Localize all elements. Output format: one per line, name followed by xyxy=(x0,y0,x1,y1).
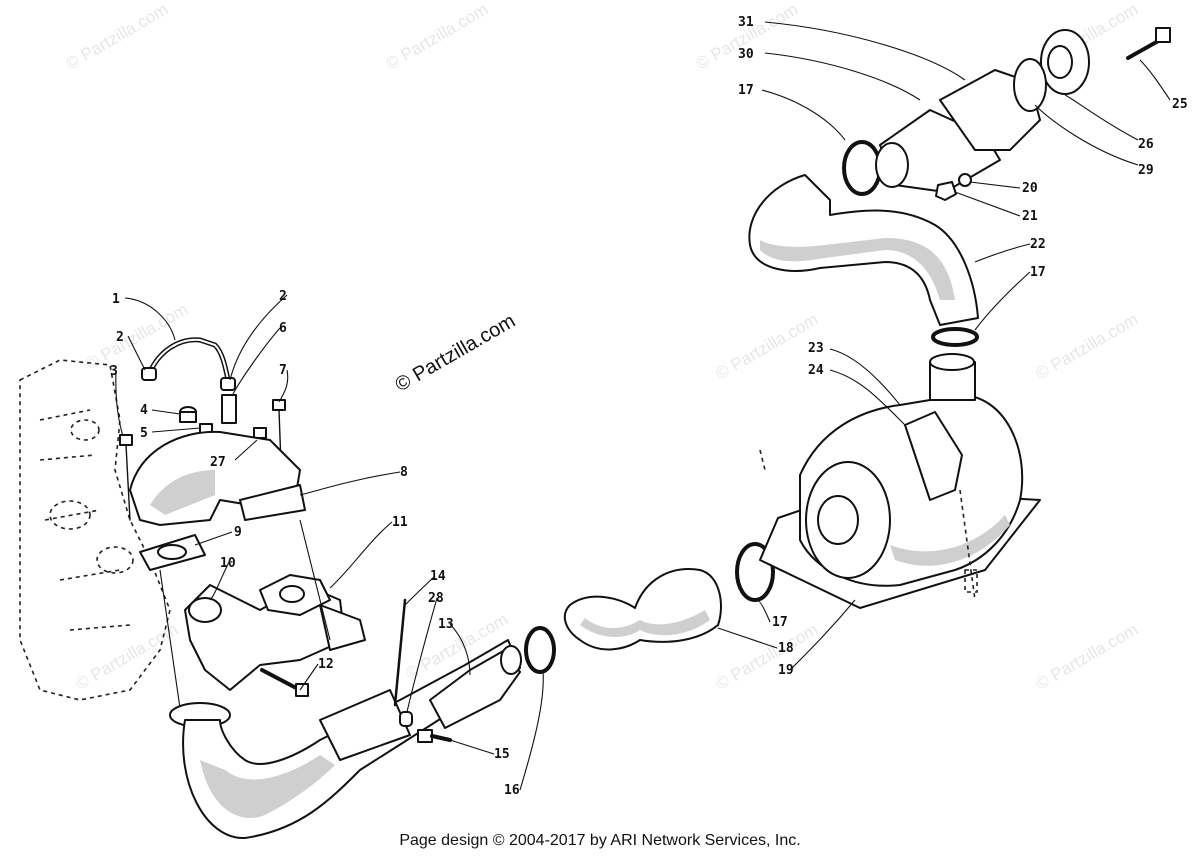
callout-label: 2 xyxy=(279,289,287,304)
manifold-shading xyxy=(150,470,215,515)
part-20-washer xyxy=(958,173,972,187)
callout-label: 4 xyxy=(140,403,148,418)
muffler-spring xyxy=(759,449,976,601)
callout-label: 2 xyxy=(116,330,124,345)
callout-label: 31 xyxy=(738,15,754,30)
muffler-outlet xyxy=(929,353,975,371)
page-footer: Page design © 2004-2017 by ARI Network S… xyxy=(399,832,801,849)
part-2-clamp xyxy=(220,377,236,391)
callout-label: 3 xyxy=(110,364,118,379)
part-25-bolt xyxy=(1126,27,1171,60)
leader-lines xyxy=(115,21,1171,791)
watermark: © Partzilla.com xyxy=(693,0,802,73)
callout-label: 15 xyxy=(494,747,510,762)
engine-outline xyxy=(19,359,171,701)
alignment-line xyxy=(159,569,181,709)
callout-label: 20 xyxy=(1022,181,1038,196)
callout-label: 17 xyxy=(738,83,754,98)
part-8-gasket xyxy=(239,484,306,521)
part-17-clamp xyxy=(931,327,979,347)
callout-label: 21 xyxy=(1022,209,1038,224)
callout-label: 24 xyxy=(808,363,824,378)
coupler-shading xyxy=(580,610,710,637)
part-16-clamp xyxy=(524,626,556,674)
muffler-inlet xyxy=(817,495,859,545)
callout-label: 1 xyxy=(112,292,120,307)
chamber-bracket xyxy=(319,689,411,761)
callout-label: 14 xyxy=(430,569,446,584)
callout-label: 29 xyxy=(1138,163,1154,178)
part-24-strap xyxy=(904,411,963,501)
part-29-gasket xyxy=(1013,58,1047,112)
tailpipe-shading xyxy=(760,238,955,300)
callout-label: 10 xyxy=(220,556,236,571)
callout-label: 30 xyxy=(738,47,754,62)
callout-label: 13 xyxy=(438,617,454,632)
part-26-flange-hole xyxy=(1047,45,1073,79)
watermark: © Partzilla.com xyxy=(713,310,822,384)
part-12-bolt xyxy=(260,668,309,697)
muffler-spring-end xyxy=(964,569,978,593)
callout-label: 28 xyxy=(428,591,444,606)
part-2-clamp xyxy=(141,367,157,381)
part-11-bracket-hole xyxy=(279,585,305,603)
part-17-clamp xyxy=(842,140,882,196)
callout-label: 26 xyxy=(1138,137,1154,152)
callout-label: 18 xyxy=(778,641,794,656)
callout-label: 9 xyxy=(234,525,242,540)
chamber-shading xyxy=(200,755,335,818)
alignment-line xyxy=(299,519,331,641)
callout-label: 7 xyxy=(279,363,287,378)
callout-label: 19 xyxy=(778,663,794,678)
callout-label: 12 xyxy=(318,657,334,672)
callout-label: 6 xyxy=(279,321,287,336)
part-9-gasket-hole xyxy=(157,544,187,560)
callout-labels: 1 2 2 3 4 5 6 7 27 8 9 10 11 12 13 14 28… xyxy=(110,15,1188,798)
part-17-clamp xyxy=(735,542,775,602)
callout-label: 17 xyxy=(1030,265,1046,280)
part-18-coupler xyxy=(563,568,722,651)
part-14-spring xyxy=(393,598,407,707)
part-15-bolt xyxy=(417,729,452,743)
watermark: © Partzilla.com xyxy=(83,300,192,374)
callout-label: 27 xyxy=(210,455,226,470)
watermark: © Partzilla.com xyxy=(1033,620,1142,694)
part-1-hose-inner xyxy=(149,338,229,381)
part-10-adapter-port xyxy=(188,597,222,623)
callout-label: 8 xyxy=(400,465,408,480)
part-13-cone-outlet xyxy=(500,645,522,675)
watermark-main: © Partzilla.com xyxy=(392,310,520,396)
part-30-sleeve-end xyxy=(875,142,909,188)
part-21-nut xyxy=(935,181,957,201)
part-4-plug-body xyxy=(179,411,197,423)
watermark: © Partzilla.com xyxy=(383,0,492,73)
part-11-bracket-arm xyxy=(319,604,366,651)
watermark: © Partzilla.com xyxy=(73,620,182,694)
part-28-washer xyxy=(399,711,413,727)
part-6-fitting xyxy=(221,394,237,424)
callout-label: 25 xyxy=(1172,97,1188,112)
callout-label: 22 xyxy=(1030,237,1046,252)
callout-label: 11 xyxy=(392,515,408,530)
callout-label: 17 xyxy=(772,615,788,630)
watermark: © Partzilla.com xyxy=(713,620,822,694)
watermark: © Partzilla.com xyxy=(63,0,172,73)
muffler-shading xyxy=(890,515,1010,566)
part-3-bolt xyxy=(119,434,133,521)
callout-label: 23 xyxy=(808,341,824,356)
watermark: © Partzilla.com xyxy=(1033,310,1142,384)
callout-label: 5 xyxy=(140,426,148,441)
callout-label: 16 xyxy=(504,783,520,798)
